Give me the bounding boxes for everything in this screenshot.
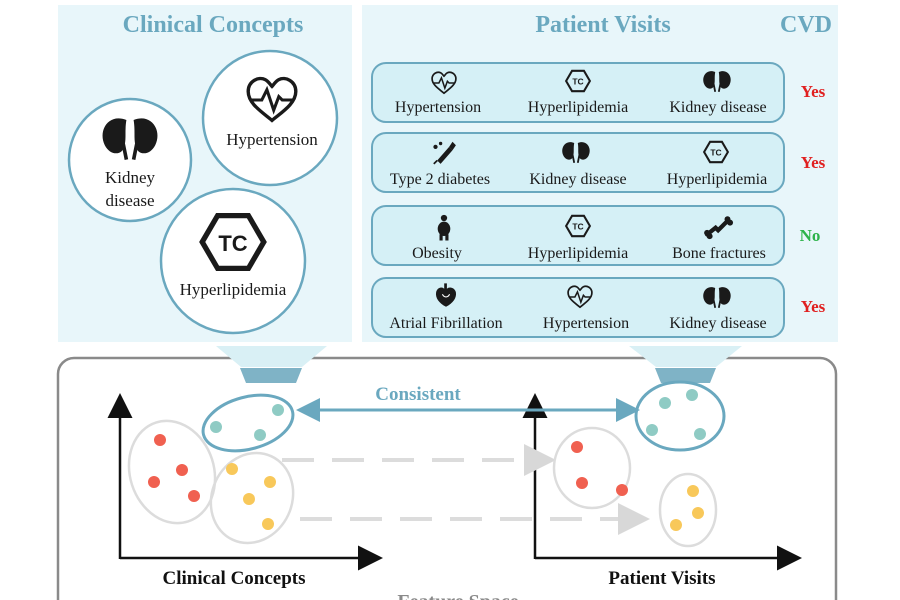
data-point bbox=[254, 429, 266, 441]
visit-item-label: Obesity bbox=[412, 245, 462, 262]
data-point bbox=[243, 493, 255, 505]
data-point bbox=[272, 404, 284, 416]
funnel-left bbox=[216, 346, 327, 383]
concept-circle-hyperlipidemia: Hyperlipidemia bbox=[159, 187, 307, 335]
visit-item-label: Hyperlipidemia bbox=[528, 99, 628, 116]
data-point bbox=[686, 389, 698, 401]
cvd-status-badge: Yes bbox=[801, 153, 826, 172]
cluster-yellow-left bbox=[209, 451, 295, 545]
visit-item-label: Type 2 diabetes bbox=[390, 171, 490, 188]
consistent-label: Consistent bbox=[375, 384, 461, 405]
cluster-yellow-right bbox=[658, 472, 718, 548]
cvd-status-badge: No bbox=[800, 226, 821, 245]
visit-row-1: Hypertension Hyperlipidemia Kidney disea… bbox=[371, 62, 785, 123]
data-point bbox=[154, 434, 166, 446]
cluster-red-left bbox=[127, 419, 217, 525]
data-point bbox=[226, 463, 238, 475]
visit-item-label: Atrial Fibrillation bbox=[389, 315, 502, 332]
data-point bbox=[148, 476, 160, 488]
visit-item-label: Kidney disease bbox=[669, 99, 766, 116]
visit-item-label: Hypertension bbox=[543, 315, 629, 332]
data-point bbox=[576, 477, 588, 489]
data-point bbox=[262, 518, 274, 530]
data-point bbox=[188, 490, 200, 502]
concept-label-line2: disease bbox=[105, 191, 154, 210]
cluster-teal-right bbox=[634, 380, 726, 452]
visit-item-label: Hyperlipidemia bbox=[528, 245, 628, 262]
visit-item-label: Bone fractures bbox=[672, 245, 766, 262]
data-point bbox=[616, 484, 628, 496]
funnel-right bbox=[629, 346, 742, 383]
data-point bbox=[692, 507, 704, 519]
concept-label: Hyperlipidemia bbox=[180, 280, 287, 299]
cvd-header: CVD bbox=[780, 12, 832, 38]
data-point bbox=[659, 397, 671, 409]
clinical-concepts-title: Clinical Concepts bbox=[123, 12, 304, 38]
visit-row-2: Type 2 diabetes Kidney disease Hyperlipi… bbox=[371, 132, 785, 193]
cluster-teal-left bbox=[201, 393, 295, 453]
data-point bbox=[694, 428, 706, 440]
data-point bbox=[646, 424, 658, 436]
visit-row-4: Atrial Fibrillation Hypertension Kidney … bbox=[371, 277, 785, 338]
concept-label: Hypertension bbox=[226, 130, 318, 149]
concept-circle-hypertension: Hypertension bbox=[201, 49, 339, 187]
left-axis-label: Clinical Concepts bbox=[162, 568, 305, 589]
data-point bbox=[571, 441, 583, 453]
visit-item-label: Hyperlipidemia bbox=[667, 171, 767, 188]
cvd-status-badge: Yes bbox=[801, 297, 826, 316]
feature-space-title: Feature Space bbox=[397, 591, 518, 600]
cluster-red-right bbox=[552, 426, 632, 510]
cvd-status-badge: Yes bbox=[801, 82, 826, 101]
data-point bbox=[176, 464, 188, 476]
patient-visits-title: Patient Visits bbox=[535, 12, 670, 38]
visit-item-label: Hypertension bbox=[395, 99, 481, 116]
visit-row-3: Obesity Hyperlipidemia Bone fractures bbox=[371, 205, 785, 266]
visit-item-label: Kidney disease bbox=[669, 315, 766, 332]
data-point bbox=[264, 476, 276, 488]
concept-circle-kidney-disease: Kidney disease bbox=[67, 97, 193, 223]
data-point bbox=[687, 485, 699, 497]
concept-label-line1: Kidney bbox=[105, 168, 156, 187]
data-point bbox=[670, 519, 682, 531]
data-point bbox=[210, 421, 222, 433]
right-axis-label: Patient Visits bbox=[608, 568, 715, 589]
visit-item-label: Kidney disease bbox=[529, 171, 626, 188]
